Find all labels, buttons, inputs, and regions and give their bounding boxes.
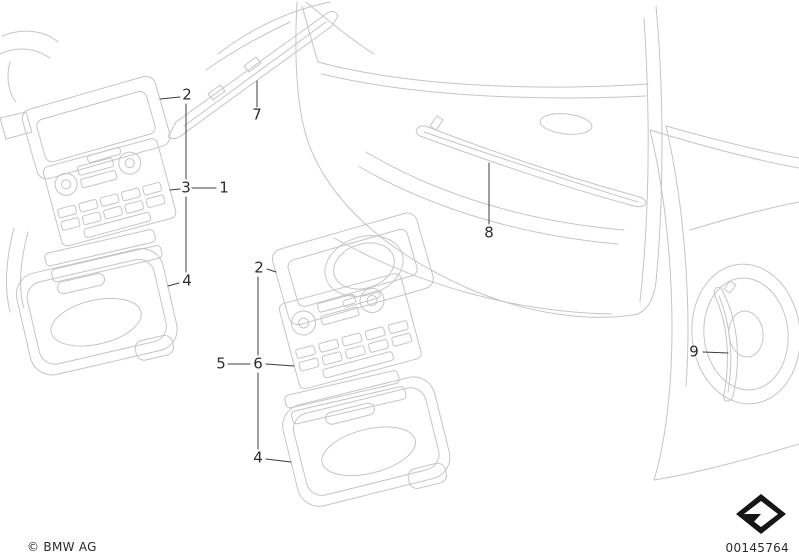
console-trim-slats-1 [44,229,163,283]
callout-2a[interactable]: 2 [182,85,192,104]
dash-fragments-sketch [0,1,331,313]
callout-4b[interactable]: 4 [253,448,263,467]
display-trim-2 [271,212,434,326]
callout-6[interactable]: 6 [253,354,263,373]
catalog-logo-icon [736,494,786,534]
callout-5[interactable]: 5 [216,354,226,373]
radio-unit-2 [278,273,422,390]
callout-8[interactable]: 8 [484,223,494,242]
document-number: 00145764 [725,541,789,555]
callout-9[interactable]: 9 [689,342,699,361]
callout-leader-lines [159,80,729,463]
quarter-panel-sketch [649,125,799,481]
dash-trim-strip-7 [167,10,339,140]
callout-2b[interactable]: 2 [254,258,264,277]
door-pull-trim-8 [415,115,647,208]
copyright-note: © BMW AG [27,540,97,554]
callout-7[interactable]: 7 [252,105,262,124]
console-frame-2 [282,376,451,507]
console-trim-slats-2 [284,370,407,425]
callout-3[interactable]: 3 [181,178,191,197]
door-panel-sketch [295,1,663,318]
console-frame-1 [15,248,178,376]
quarter-trim-9 [713,280,738,402]
callout-4a[interactable]: 4 [182,271,192,290]
display-trim-1 [21,75,171,180]
radio-unit-1 [42,138,177,247]
callout-1[interactable]: 1 [219,178,229,197]
